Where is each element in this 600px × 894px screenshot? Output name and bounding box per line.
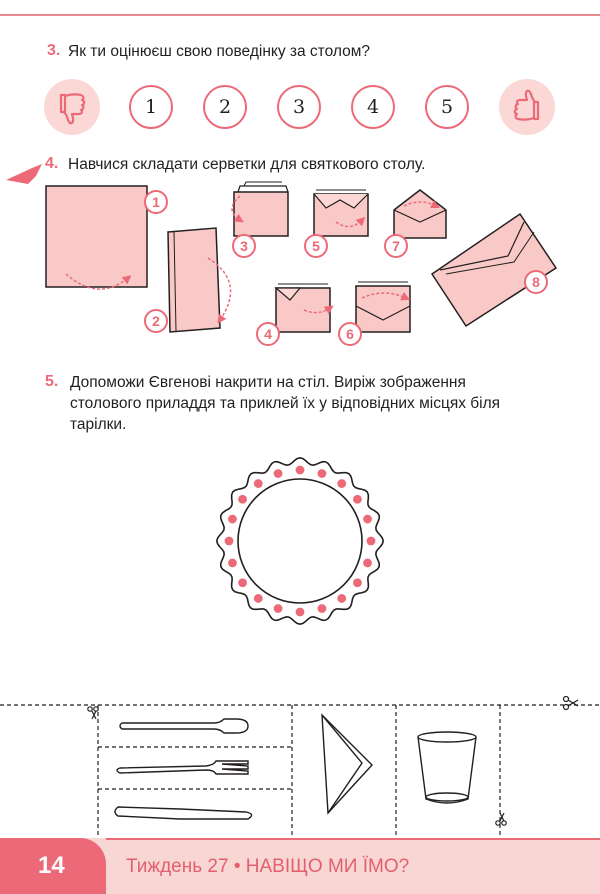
plate-dot bbox=[363, 558, 372, 568]
thumbs-up-icon bbox=[513, 89, 540, 121]
step-label-6: 6 bbox=[346, 326, 354, 342]
step-8-envelope-napkin bbox=[430, 212, 558, 328]
step-label-7: 7 bbox=[392, 238, 400, 254]
rating-option-1[interactable]: 1 bbox=[129, 85, 173, 129]
step-label-5: 5 bbox=[312, 238, 320, 254]
plate-dot bbox=[353, 578, 362, 588]
plate-dot bbox=[253, 594, 263, 603]
plate-dot bbox=[228, 558, 237, 568]
step-badge-6 bbox=[338, 322, 362, 346]
plate-icon[interactable] bbox=[214, 455, 386, 627]
glass-icon[interactable] bbox=[417, 731, 477, 804]
step-badge-1 bbox=[144, 190, 168, 214]
scissors-icon bbox=[562, 695, 579, 711]
fork-icon[interactable] bbox=[116, 760, 249, 775]
question-5-line-1: Допоможи Євгенові накрити на стіл. Виріж… bbox=[70, 374, 466, 391]
plate-dot bbox=[273, 469, 283, 478]
step-1-square-napkin bbox=[45, 185, 148, 290]
question-4-number: 4. bbox=[45, 155, 59, 172]
footer-rule bbox=[106, 838, 600, 840]
rating-option-3[interactable]: 3 bbox=[277, 85, 321, 129]
step-2-half-fold bbox=[167, 227, 232, 333]
step-badge-7 bbox=[384, 234, 408, 258]
plate-dot bbox=[363, 514, 372, 524]
napkin-icon[interactable] bbox=[321, 713, 373, 815]
plate-dot bbox=[224, 536, 234, 546]
plate-dot bbox=[317, 469, 327, 478]
page-number-tab bbox=[0, 838, 106, 894]
arrow-icon bbox=[6, 164, 42, 184]
knife-icon[interactable] bbox=[114, 806, 253, 820]
step-label-4: 4 bbox=[264, 326, 272, 342]
step-label-2: 2 bbox=[152, 313, 160, 329]
question-3-text: Як ти оцінюєш свою поведінку за столом? bbox=[68, 43, 371, 60]
page-number: 14 bbox=[38, 852, 65, 879]
question-5-number: 5. bbox=[45, 373, 59, 390]
question-4-text: Навчися складати серветки для святкового… bbox=[68, 156, 426, 173]
step-label-1: 1 bbox=[152, 194, 160, 210]
cutout-area bbox=[0, 695, 600, 835]
footer-title: Тиждень 27 • НАВІЩО МИ ЇМО? bbox=[126, 856, 410, 877]
thumbs-up-button[interactable] bbox=[499, 79, 555, 135]
step-6-fold bbox=[355, 281, 411, 333]
step-label-8: 8 bbox=[532, 274, 540, 290]
step-label-3: 3 bbox=[240, 238, 248, 254]
scissors-icon bbox=[87, 706, 99, 720]
plate-dot bbox=[295, 607, 305, 617]
plate-dot bbox=[273, 604, 283, 613]
question-5-line-2: столового приладдя та приклей їх у відпо… bbox=[70, 395, 501, 412]
thumbs-down-button[interactable] bbox=[44, 79, 100, 135]
plate-dot bbox=[253, 479, 263, 488]
plate-dot bbox=[337, 594, 347, 603]
step-3-fold bbox=[231, 181, 289, 237]
question-3-number: 3. bbox=[47, 42, 61, 59]
plate-dot bbox=[317, 604, 327, 613]
plate-dot bbox=[238, 578, 247, 588]
thumbs-down-icon bbox=[59, 93, 86, 125]
plate-dot bbox=[337, 479, 347, 488]
step-badge-2 bbox=[144, 309, 168, 333]
step-5-fold bbox=[313, 189, 369, 237]
scissors-icon bbox=[495, 812, 507, 826]
plate-dot bbox=[366, 536, 376, 546]
question-5-line-3: тарілки. bbox=[70, 416, 127, 433]
spoon-icon[interactable] bbox=[119, 718, 249, 734]
step-4-fold bbox=[274, 283, 334, 333]
step-badge-8 bbox=[524, 270, 548, 294]
step-badge-4 bbox=[256, 322, 280, 346]
step-7-fold bbox=[393, 189, 447, 239]
plate-dot bbox=[238, 494, 247, 504]
rating-option-4[interactable]: 4 bbox=[351, 85, 395, 129]
step-badge-3 bbox=[232, 234, 256, 258]
step-badge-5 bbox=[304, 234, 328, 258]
plate-dot bbox=[228, 514, 237, 524]
plate-dot bbox=[353, 494, 362, 504]
plate-dot bbox=[295, 465, 305, 475]
top-rule bbox=[0, 14, 600, 16]
napkin-folding-diagram: 1 2 3 4 5 6 7 8 bbox=[45, 181, 558, 346]
rating-option-5[interactable]: 5 bbox=[425, 85, 469, 129]
rating-option-2[interactable]: 2 bbox=[203, 85, 247, 129]
